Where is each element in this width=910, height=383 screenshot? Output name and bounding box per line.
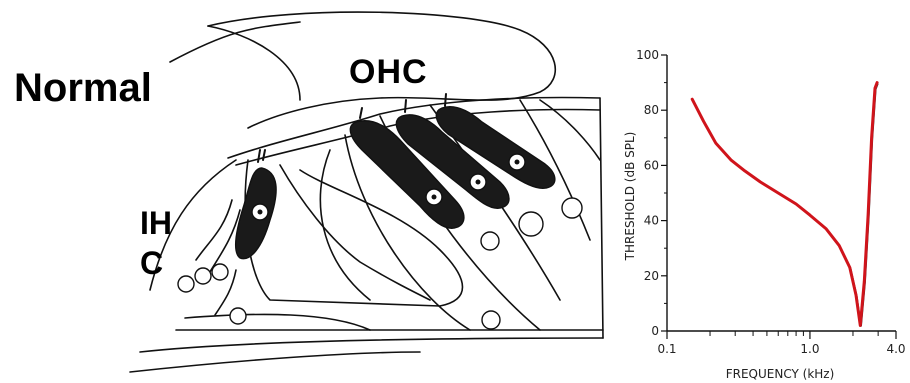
y-axis-label: THRESHOLD (dB SPL): [623, 132, 637, 262]
x-axis-label: FREQUENCY (kHz): [726, 367, 835, 381]
chart-ticks: 0 20 40 60 80 100 0.1 1.0 4.0: [636, 48, 905, 356]
chart-axes: [667, 55, 896, 331]
y-tick-label: 40: [644, 214, 659, 228]
y-tick-label: 0: [651, 324, 659, 338]
x-tick-label: 1.0: [800, 342, 819, 356]
tuning-curve-shadow: [693, 84, 878, 327]
y-tick-label: 20: [644, 269, 659, 283]
x-tick-label: 4.0: [886, 342, 905, 356]
y-tick-label: 80: [644, 103, 659, 117]
y-tick-label: 60: [644, 158, 659, 172]
tuning-curve-line: [692, 83, 877, 326]
chart-series: [692, 83, 878, 327]
x-tick-label: 0.1: [657, 342, 676, 356]
y-tick-label: 100: [636, 48, 659, 62]
